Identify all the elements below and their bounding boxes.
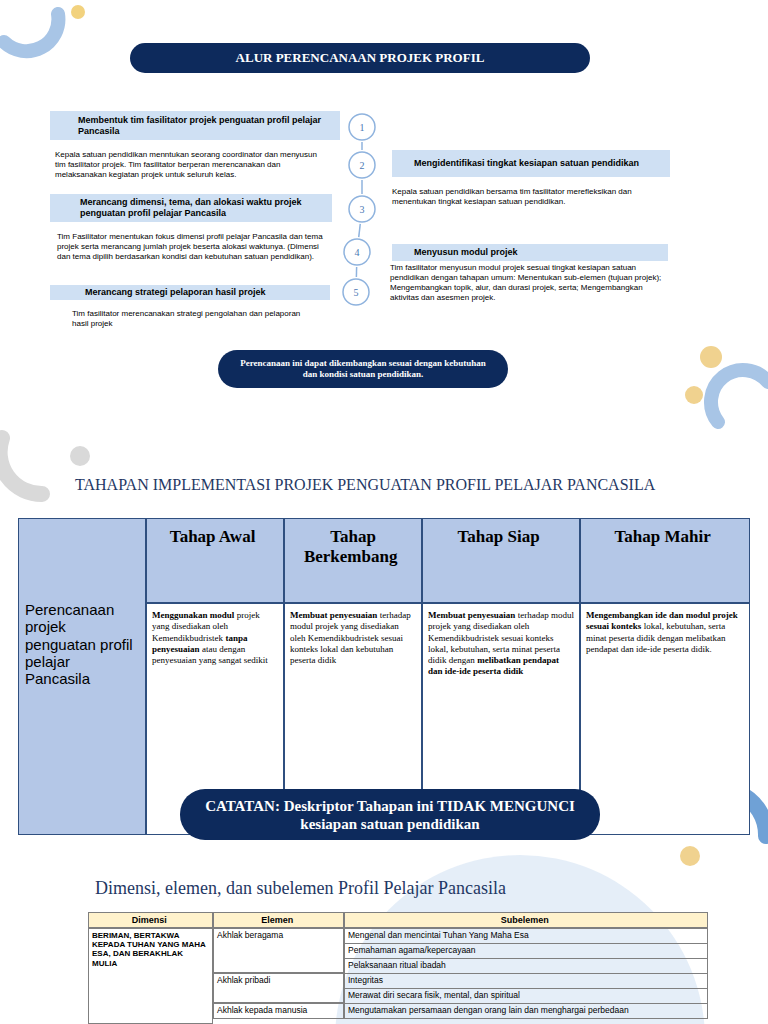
circle-shape — [343, 279, 369, 305]
step-heading: Menyusun modul projek — [414, 247, 518, 258]
row-header: Perencanaan projek penguatan profil pela… — [18, 518, 146, 835]
step-block: Merancang dimensi, tema, dan alokasi wak… — [50, 194, 332, 262]
connector-line — [356, 267, 358, 277]
table-text: Dimensi, elemen, dan subelemen Profil Pe… — [95, 878, 506, 898]
table-text: Dimensi — [132, 915, 167, 925]
table-text: Integritas — [348, 975, 383, 985]
table-text: Subelemen — [501, 915, 549, 925]
step-body: Kepala satuan pendidikan bersama tim fas… — [392, 187, 664, 207]
step-body: Tim fasilitator menyusun modul projek se… — [390, 263, 670, 303]
table-text: Elemen — [261, 915, 293, 925]
step-block: Menyusun modul projekTim fasilitator men… — [392, 244, 668, 303]
step-block: Membentuk tim fasilitator projek penguat… — [50, 111, 340, 180]
section-heading: Dimensi, elemen, dan subelemen Profil Pe… — [95, 878, 705, 904]
table-cell: Mengenal dan mencintai Tuhan Yang Maha E… — [344, 928, 708, 944]
circle-shape — [349, 196, 375, 222]
connector-line — [359, 224, 361, 237]
connector-line — [361, 142, 363, 150]
callout-number: 5 — [354, 287, 359, 298]
step-number-circle: 1 — [348, 113, 376, 141]
step-number-circle: 5 — [342, 278, 370, 306]
step-band: Merancang strategi pelaporan hasil proje… — [50, 285, 330, 300]
table-text: Tahap Mahir — [615, 527, 711, 546]
table-cell: Mengembangkan ide dan modul projek sesua… — [580, 603, 750, 835]
blob-arc — [711, 370, 768, 422]
table-text: TAHAPAN IMPLEMENTASI PROJEK PENGUATAN PR… — [75, 476, 655, 493]
callout-number: 4 — [355, 247, 360, 258]
table-cell: Integritas — [344, 973, 708, 989]
table-header: Elemen — [213, 912, 344, 928]
step-body: Kepala satuan pendidikan menntukan seora… — [55, 150, 325, 180]
blob-dot — [680, 846, 700, 866]
table-text: Akhlak beragama — [217, 930, 283, 940]
title-banner: ALUR PERENCANAAN PROJEK PROFIL — [130, 43, 590, 73]
table-text: Tahap Awal — [170, 527, 256, 546]
step-heading: Mengidentifikasi tingkat kesiapan satuan… — [414, 158, 639, 169]
blob-dot — [685, 386, 703, 404]
callout-number: 1 — [360, 122, 365, 133]
table-text: Pelaksanaan ritual ibadah — [348, 960, 446, 970]
table-text: Tahap Siap — [458, 527, 540, 546]
step-block: Mengidentifikasi tingkat kesiapan satuan… — [392, 150, 670, 207]
table-text: Merawat diri secara fisik, mental, dan s… — [348, 990, 520, 1000]
step-band: Membentuk tim fasilitator projek penguat… — [50, 111, 340, 140]
table-cell: Akhlak kepada manusia — [213, 1003, 344, 1019]
table-text: Membuat penyesuaian — [290, 610, 377, 620]
callout-number: 2 — [360, 160, 365, 171]
table-cell: Merawat diri secara fisik, mental, dan s… — [344, 988, 708, 1004]
step-body: Tim Fasilitator menentukan fokus dimensi… — [57, 232, 329, 262]
step-number-circle: 2 — [348, 151, 376, 179]
blob-arc — [0, 438, 42, 494]
blob-dot — [700, 346, 722, 368]
table-text: Mengutamakan persamaan dengan orang lain… — [348, 1005, 629, 1015]
banner-text: CATATAN: Deskriptor Tahapan ini TIDAK ME… — [194, 797, 586, 833]
table-text: Tahap Berkembang — [304, 527, 398, 566]
step-heading: Merancang dimensi, tema, dan alokasi wak… — [80, 197, 326, 219]
step-heading: Membentuk tim fasilitator projek penguat… — [78, 115, 334, 137]
title-banner: CATATAN: Deskriptor Tahapan ini TIDAK ME… — [180, 789, 600, 840]
table-cell: Mengutamakan persamaan dengan orang lain… — [344, 1003, 708, 1019]
table-header: Dimensi — [88, 912, 213, 928]
circle-shape — [349, 152, 375, 178]
section-heading: TAHAPAN IMPLEMENTASI PROJEK PENGUATAN PR… — [75, 476, 765, 500]
table-text: Mengenal dan mencintai Tuhan Yang Maha E… — [348, 930, 529, 940]
table-text: Pemahaman agama/kepercayaan — [348, 945, 476, 955]
step-band: Mengidentifikasi tingkat kesiapan satuan… — [392, 150, 670, 177]
table-cell: BERIMAN, BERTAKWA KEPADA TUHAN YANG MAHA… — [88, 928, 213, 1024]
circle-shape — [344, 239, 370, 265]
table-text: Membuat penyesuaian — [428, 610, 515, 620]
table-cell: Akhlak beragama — [213, 928, 344, 973]
step-block: Merancang strategi pelaporan hasil proje… — [50, 285, 330, 329]
step-body: Tim fasilitator merencanakan strategi pe… — [72, 309, 312, 329]
table-header: Tahap Siap — [422, 518, 580, 603]
table-cell: Pelaksanaan ritual ibadah — [344, 958, 708, 974]
table-header: Tahap Berkembang — [284, 518, 422, 603]
table-text: BERIMAN, BERTAKWA KEPADA TUHAN YANG MAHA… — [92, 931, 206, 968]
table-text: Akhlak pribadi — [217, 975, 270, 985]
table-text: Akhlak kepada manusia — [217, 1005, 307, 1015]
table-text: Perencanaan projek penguatan profil pela… — [25, 601, 133, 687]
banner-text: Perencanaan ini dapat dikembangkan sesua… — [232, 358, 494, 380]
table-cell: Akhlak pribadi — [213, 973, 344, 1003]
table-header: Tahap Awal — [146, 518, 284, 603]
table-header: Tahap Mahir — [580, 518, 750, 603]
step-band: Merancang dimensi, tema, dan alokasi wak… — [50, 194, 332, 222]
step-number-circle: 3 — [348, 195, 376, 223]
table-text: Menggunakan modul — [152, 610, 234, 620]
table-cell: Pemahaman agama/kepercayaan — [344, 943, 708, 959]
callout-number: 3 — [360, 204, 365, 215]
circle-shape — [349, 114, 375, 140]
banner-text: ALUR PERENCANAAN PROJEK PROFIL — [144, 50, 576, 66]
title-banner: Perencanaan ini dapat dikembangkan sesua… — [218, 350, 508, 388]
blob-dot — [70, 446, 90, 466]
step-heading: Merancang strategi pelaporan hasil proje… — [85, 287, 266, 298]
table-header: Subelemen — [344, 912, 708, 928]
step-band: Menyusun modul projek — [392, 244, 668, 261]
step-number-circle: 4 — [343, 238, 371, 266]
blob-dot — [71, 5, 85, 19]
blob-arc — [4, 14, 58, 51]
connector-line — [361, 180, 363, 194]
